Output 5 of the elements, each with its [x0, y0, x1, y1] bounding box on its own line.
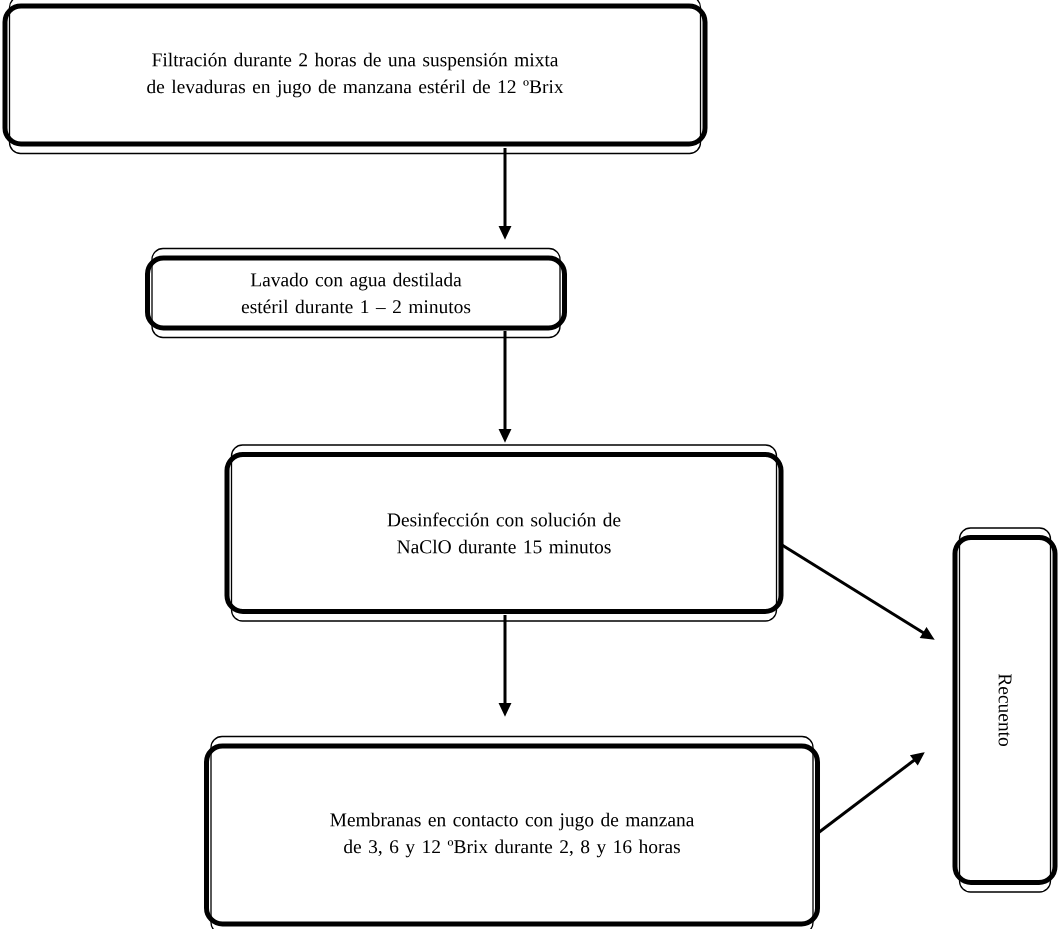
- process-box: Membranas en contacto con jugo de manzana de 3, 6 y 12 ºBrix durante 2, 8 y 16 horas: [204, 735, 820, 929]
- process-box: Filtración durante 2 horas de una suspensión mixta de levaduras en jugo de manzana estéril de 12 ºBrix: [2, 0, 708, 155]
- process-box: Lavado con agua destilada estéril durante 1 – 2 minutos: [145, 247, 567, 339]
- process-box: Desinfección con solución de NaClO durante 15 minutos: [224, 444, 784, 622]
- process-box: Recuento: [952, 527, 1058, 893]
